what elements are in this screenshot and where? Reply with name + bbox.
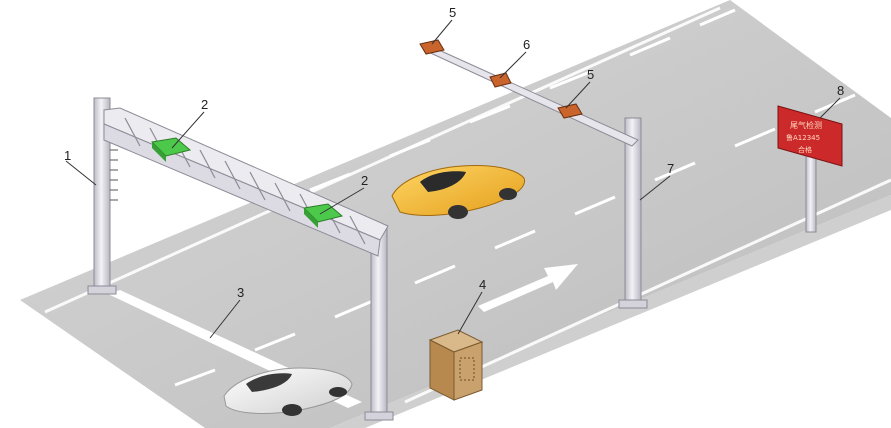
callout-5b: 5	[587, 67, 594, 82]
gantry-left-base	[87, 285, 117, 295]
callout-7-leader	[639, 175, 671, 201]
yellow-car-wheel-front	[448, 205, 468, 219]
callout-3-leader	[209, 299, 241, 339]
callout-2a-leader	[171, 111, 205, 149]
callout-2b-leader	[319, 187, 365, 215]
callout-labels: 1 2 2 3 4 5 5 6 7 8	[64, 5, 844, 300]
callout-2b: 2	[361, 173, 368, 188]
lane-dashes-upper	[309, 8, 736, 192]
direction-arrow	[478, 264, 578, 312]
sensor-units	[150, 137, 344, 228]
sign-post	[805, 149, 817, 233]
callout-6: 6	[523, 37, 530, 52]
callout-1-leader	[65, 160, 97, 186]
white-car-window	[246, 373, 292, 392]
cabinet-vent	[459, 357, 475, 381]
callout-7: 7	[667, 161, 674, 176]
callout-8-leader	[819, 97, 841, 119]
control-cabinet	[428, 329, 484, 401]
gantry-truss-lower	[103, 123, 381, 257]
white-car-wheel-rear	[329, 387, 347, 397]
gantry-right-pole	[370, 227, 388, 421]
callouts	[65, 19, 841, 339]
yellow-car-windshield	[420, 171, 466, 192]
yellow-sports-car	[391, 165, 525, 219]
lane-line-left	[44, 6, 721, 314]
callout-5b-leader	[565, 81, 591, 109]
camera-unit-lower	[557, 103, 583, 119]
sign-text-line1: 尾气检测	[790, 120, 822, 130]
cabinet-side	[453, 341, 483, 401]
yellow-car-wheel-rear	[499, 188, 517, 200]
white-car-wheel-front	[282, 404, 302, 416]
camera-unit-top	[419, 39, 445, 55]
gantry-left-pole-brackets	[110, 139, 118, 201]
callout-2a: 2	[201, 97, 208, 112]
sign-text-line2: 鲁A12345	[786, 133, 820, 142]
camera-pole	[419, 39, 648, 309]
sign-text-line3: 合格	[798, 145, 812, 154]
callout-3: 3	[237, 285, 244, 300]
center-detector-unit	[489, 72, 512, 88]
callout-4-leader	[457, 291, 483, 335]
yellow-car-body	[391, 165, 525, 216]
sensor-unit-left-side	[152, 142, 166, 162]
camera-pole-base	[618, 299, 648, 309]
sensor-unit-right-side	[304, 208, 318, 228]
camera-pole-mast	[624, 117, 642, 309]
callout-4: 4	[479, 277, 486, 292]
callout-8: 8	[837, 83, 844, 98]
callout-6-leader	[499, 51, 527, 79]
callout-5a: 5	[449, 5, 456, 20]
callout-1: 1	[64, 148, 71, 163]
gantry-right-base	[364, 411, 394, 421]
white-sports-car	[223, 367, 353, 416]
callout-5a-leader	[431, 19, 453, 45]
